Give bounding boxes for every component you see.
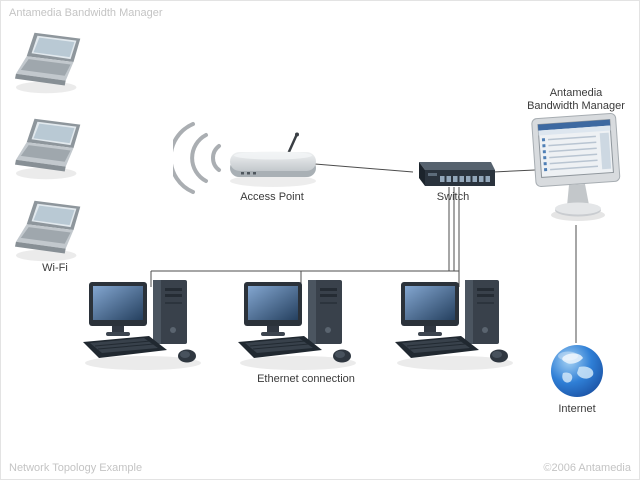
switch-label: Switch [436,191,470,203]
connection-line [314,163,414,173]
footer-right-text: ©2006 Antamedia [543,462,631,474]
laptop-icon [15,199,93,265]
manager-label: Antamedia Bandwidth Manager [501,87,639,113]
desktop-pc-icon [393,276,525,372]
manager-label-line1: Antamedia [549,87,603,99]
access-point-icon [227,131,319,189]
access-point-label: Access Point [240,191,304,203]
laptop-icon [15,31,93,97]
switch-icon [411,159,495,189]
page-title: Antamedia Bandwidth Manager [9,7,163,19]
manager-label-line2: Bandwidth Manager [527,100,625,112]
laptop-icon [15,117,93,183]
wifi-label: Wi-Fi [42,262,68,274]
manager-monitor-icon [529,113,623,225]
connection-line [492,169,536,173]
internet-label: Internet [558,403,596,415]
desktop-pc-icon [81,276,213,372]
footer-left-text: Network Topology Example [9,462,143,474]
desktop-pc-icon [236,276,368,372]
wifi-waves-icon [173,119,229,197]
internet-globe-icon [549,343,605,399]
ethernet-label: Ethernet connection [257,373,355,385]
